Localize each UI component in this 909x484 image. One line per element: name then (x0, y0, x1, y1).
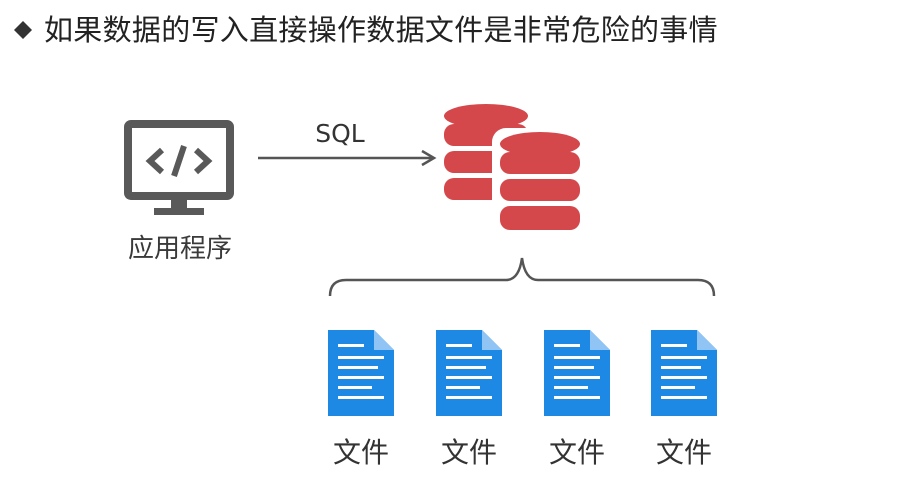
document-icon (651, 330, 717, 416)
curly-brace-icon (328, 257, 716, 297)
document-icon (436, 330, 502, 416)
file-label: 文件 (440, 436, 497, 469)
title-text: 如果数据的写入直接操作数据文件是非常危险的事情 (44, 13, 718, 47)
arrow-right-icon (258, 149, 437, 167)
document-icon (544, 330, 610, 416)
document-icon (328, 330, 394, 416)
file-label: 文件 (655, 436, 712, 469)
code-monitor-icon (124, 120, 234, 215)
diamond-bullet-icon (14, 21, 32, 39)
slide-title: 如果数据的写入直接操作数据文件是非常危险的事情 (12, 10, 718, 50)
app-label: 应用程序 (127, 234, 232, 264)
file-label: 文件 (332, 436, 389, 469)
sql-label: SQL (315, 119, 365, 148)
database-stack-icon (444, 104, 584, 240)
file-label: 文件 (548, 436, 605, 469)
